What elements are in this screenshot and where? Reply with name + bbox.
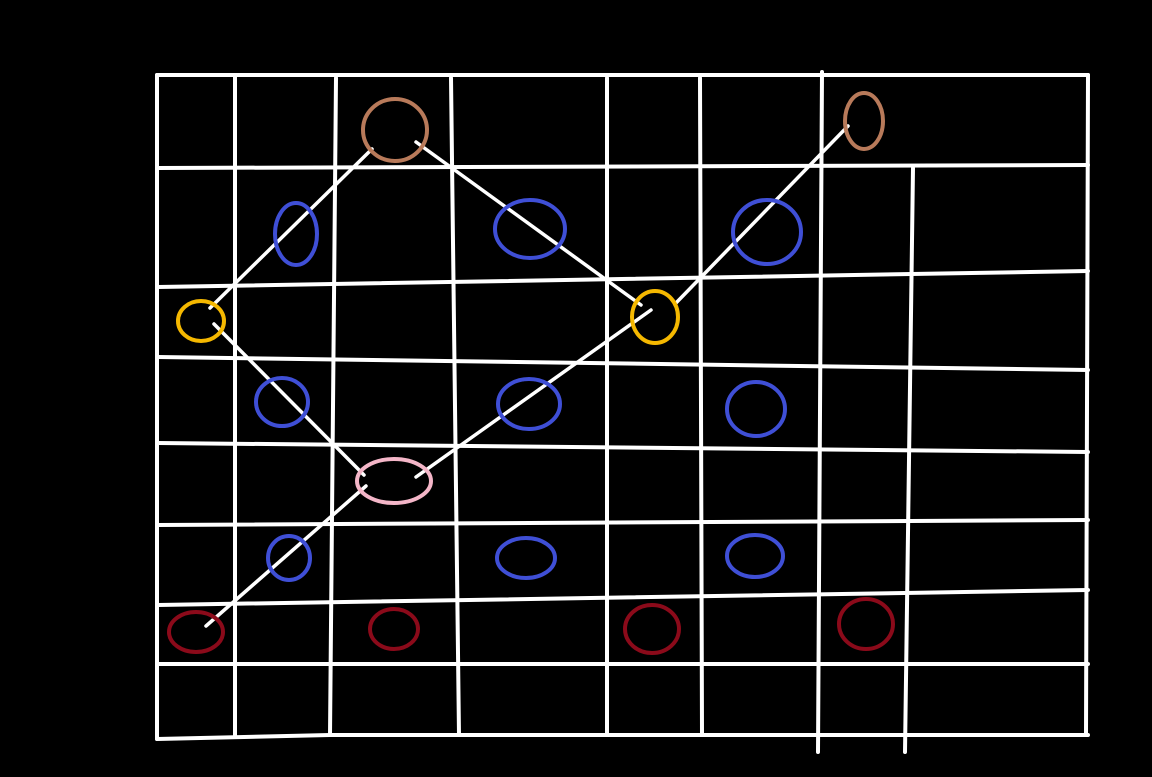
grid-line-h1 [156, 163, 1090, 170]
grid-line-v8 [1084, 73, 1090, 737]
grid-line-h4 [156, 441, 1090, 454]
node-brown-top-right [843, 91, 885, 151]
node-blue-r3-b [496, 377, 562, 431]
node-blue-r1-a [273, 201, 319, 267]
node-blue-r3-c [725, 380, 787, 438]
grid-line-v3 [449, 76, 461, 737]
node-blue-r5-b [495, 536, 557, 580]
node-blue-r5-c [725, 533, 785, 579]
grid-line-h5 [156, 518, 1090, 527]
grid-line-h2 [156, 269, 1090, 289]
connector-red-a-to-pink-center [204, 484, 368, 628]
node-red-b [368, 607, 420, 651]
grid-line-h3 [156, 355, 1090, 372]
node-brown-top-left [361, 97, 429, 163]
connector-lines [204, 124, 850, 628]
node-blue-r3-a [254, 376, 310, 428]
grid-line-v5 [698, 76, 704, 737]
node-red-c [623, 603, 681, 655]
grid-line-v6 [816, 70, 824, 754]
node-blue-r1-c [731, 198, 803, 266]
node-circles [167, 91, 895, 655]
grid-line-h6 [156, 588, 1090, 607]
connector-yellow-center-to-brown-top-right [673, 124, 850, 306]
node-blue-r1-b [493, 198, 567, 260]
grid-line-v7 [903, 166, 915, 754]
node-red-d [837, 597, 895, 651]
connector-yellow-left-to-pink-center [212, 322, 366, 477]
node-blue-r5-a [266, 534, 312, 582]
connector-pink-center-to-yellow-center [414, 308, 653, 479]
node-pink-center [355, 457, 433, 505]
connector-yellow-left-to-brown-top-left [208, 147, 374, 310]
node-yellow-center [630, 289, 680, 345]
node-red-a [167, 610, 225, 654]
node-yellow-left [176, 299, 226, 343]
connector-brown-top-left-to-yellow-center [414, 140, 643, 307]
